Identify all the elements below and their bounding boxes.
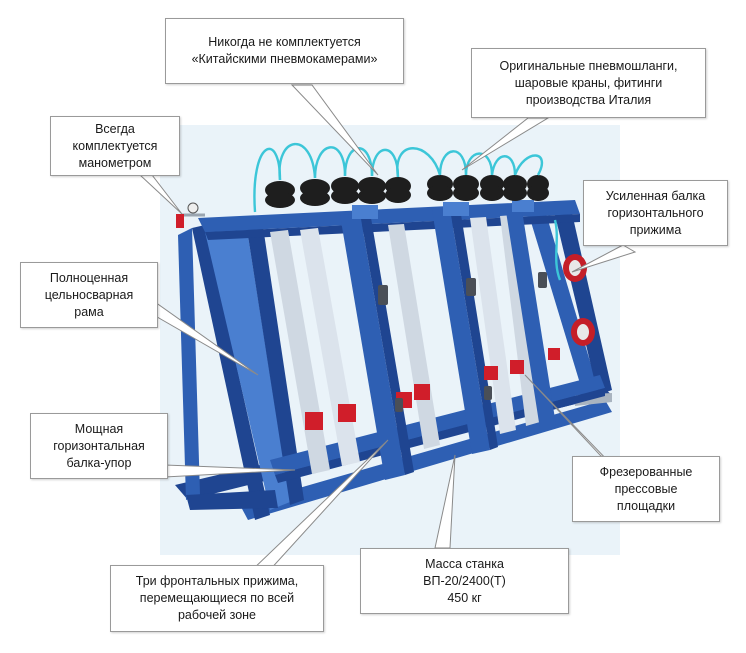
callout-line: Мощная <box>74 421 124 436</box>
air-chambers <box>265 175 549 208</box>
callout-line: Оригинальные пневмошланги, <box>499 58 678 73</box>
callout-line: рама <box>74 304 104 319</box>
callout-reinforced-beam: Усиленная балка горизонтального прижима <box>583 180 728 246</box>
callout-line: прессовые <box>614 481 678 496</box>
callout-italy-hoses: Оригинальные пневмошланги, шаровые краны… <box>471 48 706 118</box>
callout-line: перемещающиеся по всей <box>139 591 295 605</box>
callout-line: Всегда <box>95 121 135 136</box>
callout-line: рабочей зоне <box>177 608 257 622</box>
callout-manometer: Всегда комплектуется манометром <box>50 116 180 176</box>
callout-line: горизонтальная <box>53 438 145 453</box>
callout-line: Три фронтальных прижима, <box>135 574 299 588</box>
callout-line: комплектуется <box>72 138 158 153</box>
callout-line: Полноценная <box>49 270 129 285</box>
press-pads <box>305 348 560 430</box>
callout-stop-beam: Мощная горизонтальная балка-упор <box>30 413 168 479</box>
callout-line: шаровые краны, фитинги <box>514 75 663 90</box>
callout-press-pads: Фрезерованные прессовые площадки <box>572 456 720 522</box>
welded-frame-left <box>178 220 304 520</box>
callout-line: прижима <box>629 222 682 237</box>
callout-line: горизонтального <box>607 205 704 220</box>
leader-lines <box>138 84 637 573</box>
callout-line: Усиленная балка <box>605 188 706 203</box>
callout-front-clamps: Три фронтальных прижима, перемещающиеся … <box>110 565 324 632</box>
callout-line: Фрезерованные <box>599 464 693 479</box>
callout-machine-mass: Масса станка ВП-20/2400(Т) 450 кг <box>360 548 569 614</box>
callout-line: производства Италия <box>525 92 652 107</box>
callout-line: манометром <box>78 155 152 170</box>
callout-chinese-chambers: Никогда не комплектуется «Китайскими пне… <box>165 18 404 84</box>
callout-line: 450 кг <box>447 590 482 605</box>
callout-line: «Китайскими пневмокамерами» <box>191 52 378 66</box>
callout-line: цельносварная <box>44 287 134 302</box>
clamp-brackets <box>352 200 534 219</box>
manometer <box>176 202 205 228</box>
callout-line: ВП-20/2400(Т) <box>423 573 506 588</box>
callout-line: площадки <box>616 498 676 513</box>
horizontal-chambers <box>563 254 595 346</box>
callout-welded-frame: Полноценная цельносварная рама <box>20 262 158 328</box>
callout-line: балка-упор <box>66 455 132 470</box>
callout-line: Никогда не комплектуется <box>208 35 361 49</box>
clamp-handles <box>378 272 547 412</box>
callout-line: Масса станка <box>425 556 504 571</box>
